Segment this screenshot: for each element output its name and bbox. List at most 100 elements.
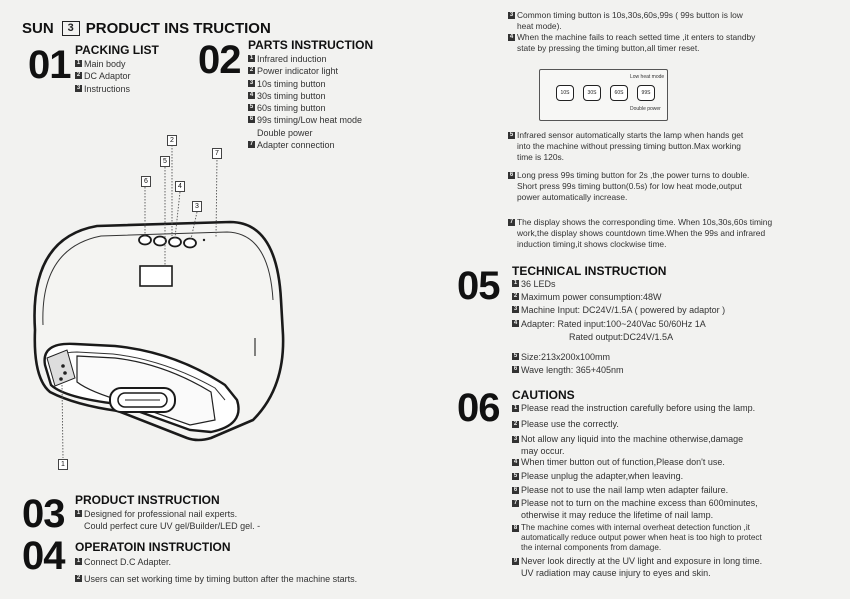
bullet-7-icon: 7 [508, 219, 515, 226]
bullet-3-icon: 3 [512, 436, 519, 444]
callout-7: 7 [212, 148, 222, 159]
bullet-4-icon: 4 [508, 34, 515, 41]
bullet-6-icon: 6 [508, 172, 515, 179]
list-item-continuation: Could perfect cure UV gel/Builder/LED ge… [84, 521, 261, 532]
bullet-2-icon: 2 [75, 575, 82, 583]
nail-lamp-illustration [33, 145, 285, 459]
section-number-06: 06 [457, 386, 500, 430]
section-number-01: 01 [28, 43, 71, 87]
bullet-3-icon: 3 [248, 79, 255, 87]
cautions-title: CAUTIONS [512, 388, 575, 402]
bullet-8-icon: 8 [512, 525, 519, 533]
brand-name: SUN [22, 20, 54, 37]
bullet-2-icon: 2 [512, 293, 519, 301]
callout-1: 1 [58, 459, 68, 470]
bullet-1-icon: 1 [512, 405, 519, 412]
bullet-5-icon: 5 [248, 104, 255, 112]
technical-instruction-title: TECHNICAL INSTRUCTION [512, 264, 667, 278]
panel-10s-button: 10S [556, 85, 574, 101]
model-number-box: 3 [61, 21, 80, 36]
packing-list-title: PACKING LIST [75, 43, 159, 57]
callout-3: 3 [192, 201, 202, 212]
bullet-6-icon: 6 [512, 366, 519, 374]
callout-5: 5 [160, 156, 170, 167]
bullet-2-icon: 2 [75, 72, 82, 80]
operation-instruction-title: OPERATOIN INSTRUCTION [75, 540, 231, 554]
list-item-continuation: Rated output:DC24V/1.5A [569, 331, 674, 342]
bullet-4-icon: 4 [512, 319, 519, 327]
bullet-1-icon: 1 [75, 510, 82, 517]
bullet-2-icon: 2 [248, 67, 255, 75]
bullet-2-icon: 2 [512, 420, 519, 428]
double-power-label: Double power [630, 106, 661, 112]
bullet-4-icon: 4 [248, 91, 255, 99]
bullet-9-icon: 9 [512, 558, 519, 566]
bullet-7-icon: 7 [512, 500, 519, 508]
low-heat-mode-label: Low heat mode [630, 74, 665, 80]
bullet-1-icon: 1 [248, 55, 255, 62]
section-number-04: 04 [22, 534, 65, 578]
callout-2: 2 [167, 135, 177, 146]
section-number-05: 05 [457, 264, 500, 308]
document-header: SUN 3 PRODUCT INS TRUCTION [22, 20, 271, 37]
panel-60s-button: 60S [610, 85, 628, 101]
bullet-1-icon: 1 [75, 60, 82, 67]
callout-6: 6 [141, 176, 151, 187]
bullet-6-icon: 6 [248, 116, 255, 124]
list-item-continuation: Double power [257, 127, 313, 138]
callout-4: 4 [175, 181, 185, 192]
document-title: PRODUCT INS TRUCTION [85, 20, 271, 37]
bullet-6-icon: 6 [512, 486, 519, 494]
bullet-7-icon: 7 [248, 141, 255, 149]
product-instruction-title: PRODUCT INSTRUCTION [75, 493, 220, 507]
panel-30s-button: 30S [583, 85, 601, 101]
bullet-1-icon: 1 [75, 558, 82, 565]
bullet-5-icon: 5 [512, 472, 519, 480]
control-panel-diagram: Low heat mode Double power 10S 30S 60S 9… [539, 69, 668, 121]
section-number-02: 02 [198, 38, 241, 82]
bullet-4-icon: 4 [512, 459, 519, 467]
panel-99s-button: 99S [637, 85, 655, 101]
